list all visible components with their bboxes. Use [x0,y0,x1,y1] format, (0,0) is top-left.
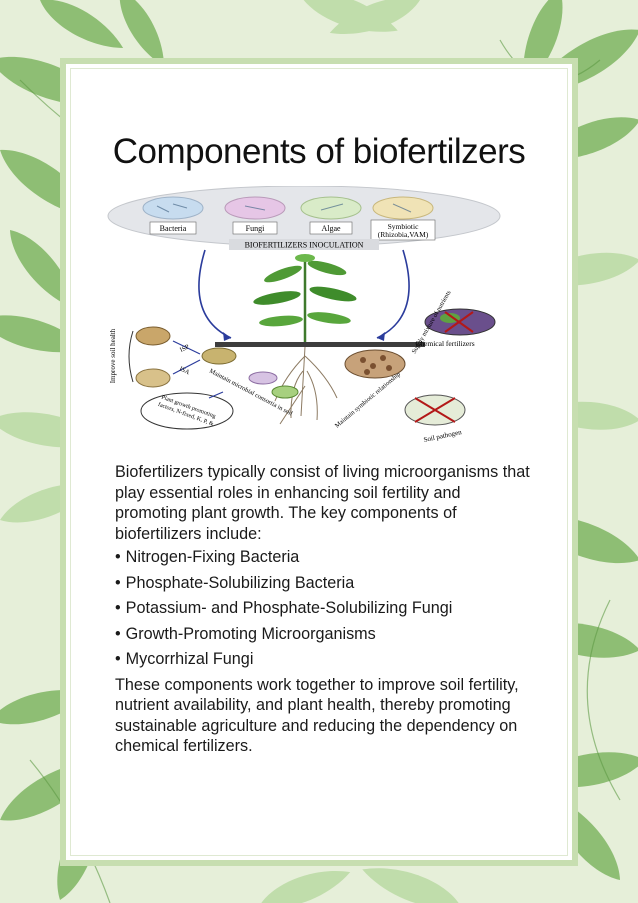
list-item: •Phosphate-Solubilizing Bacteria [115,573,535,594]
isa-label: ISA [178,365,191,376]
component-label: Nitrogen-Fixing Bacteria [125,548,300,566]
body-text: Biofertilizers typically consist of livi… [115,462,535,757]
inner-frame [70,68,568,856]
components-list: •Nitrogen-Fixing Bacteria •Phosphate-Sol… [115,547,535,670]
inoculation-label: BIOFERTILIZERS INOCULATION [245,241,364,250]
organism-label: Algae [321,224,341,233]
component-label: Phosphate-Solubilizing Bacteria [125,573,355,592]
growth-promoting-bubble [140,392,234,430]
algae-icon [300,196,362,220]
bacteria-icon [142,196,204,220]
list-item: •Growth-Promoting Microorganisms [115,624,535,645]
soil-surface [215,342,425,347]
organism-label: Fungi [246,224,265,233]
improve-soil-health-label: Improve soil health [109,328,117,383]
bullet: • [115,624,121,643]
bullet: • [115,548,121,566]
component-label: Growth-Promoting Microorganisms [125,624,376,643]
bullet: • [115,573,121,592]
component-label: Potassium- and Phosphate-Solubilizing Fu… [125,599,453,617]
bullet: • [115,599,121,617]
list-item: •Potassium- and Phosphate-Solubilizing F… [115,598,535,619]
list-item: •Nitrogen-Fixing Bacteria [115,547,535,568]
plant-icon [253,254,357,346]
conclusion-paragraph: These components work together to improv… [115,675,519,756]
organism-label: (Rhizobia,VAM) [378,230,429,239]
biofertilizer-diagram: Bacteria Fungi Algae Symbiotic (Rhizobia… [105,186,503,442]
intro-paragraph: Biofertilizers typically consist of livi… [115,463,530,543]
chemical-fertilizers-label: Chemical fertilizers [415,339,474,348]
bullet: • [115,650,121,668]
isp-label: ISP [179,343,191,353]
list-item: •Mycorrhizal Fungi [115,649,535,670]
component-label: Mycorrhizal Fungi [125,650,254,668]
organism-label: Bacteria [160,224,187,233]
page-title: Components of biofertilzers [112,132,526,171]
organism-label: Symbiotic [388,222,420,231]
